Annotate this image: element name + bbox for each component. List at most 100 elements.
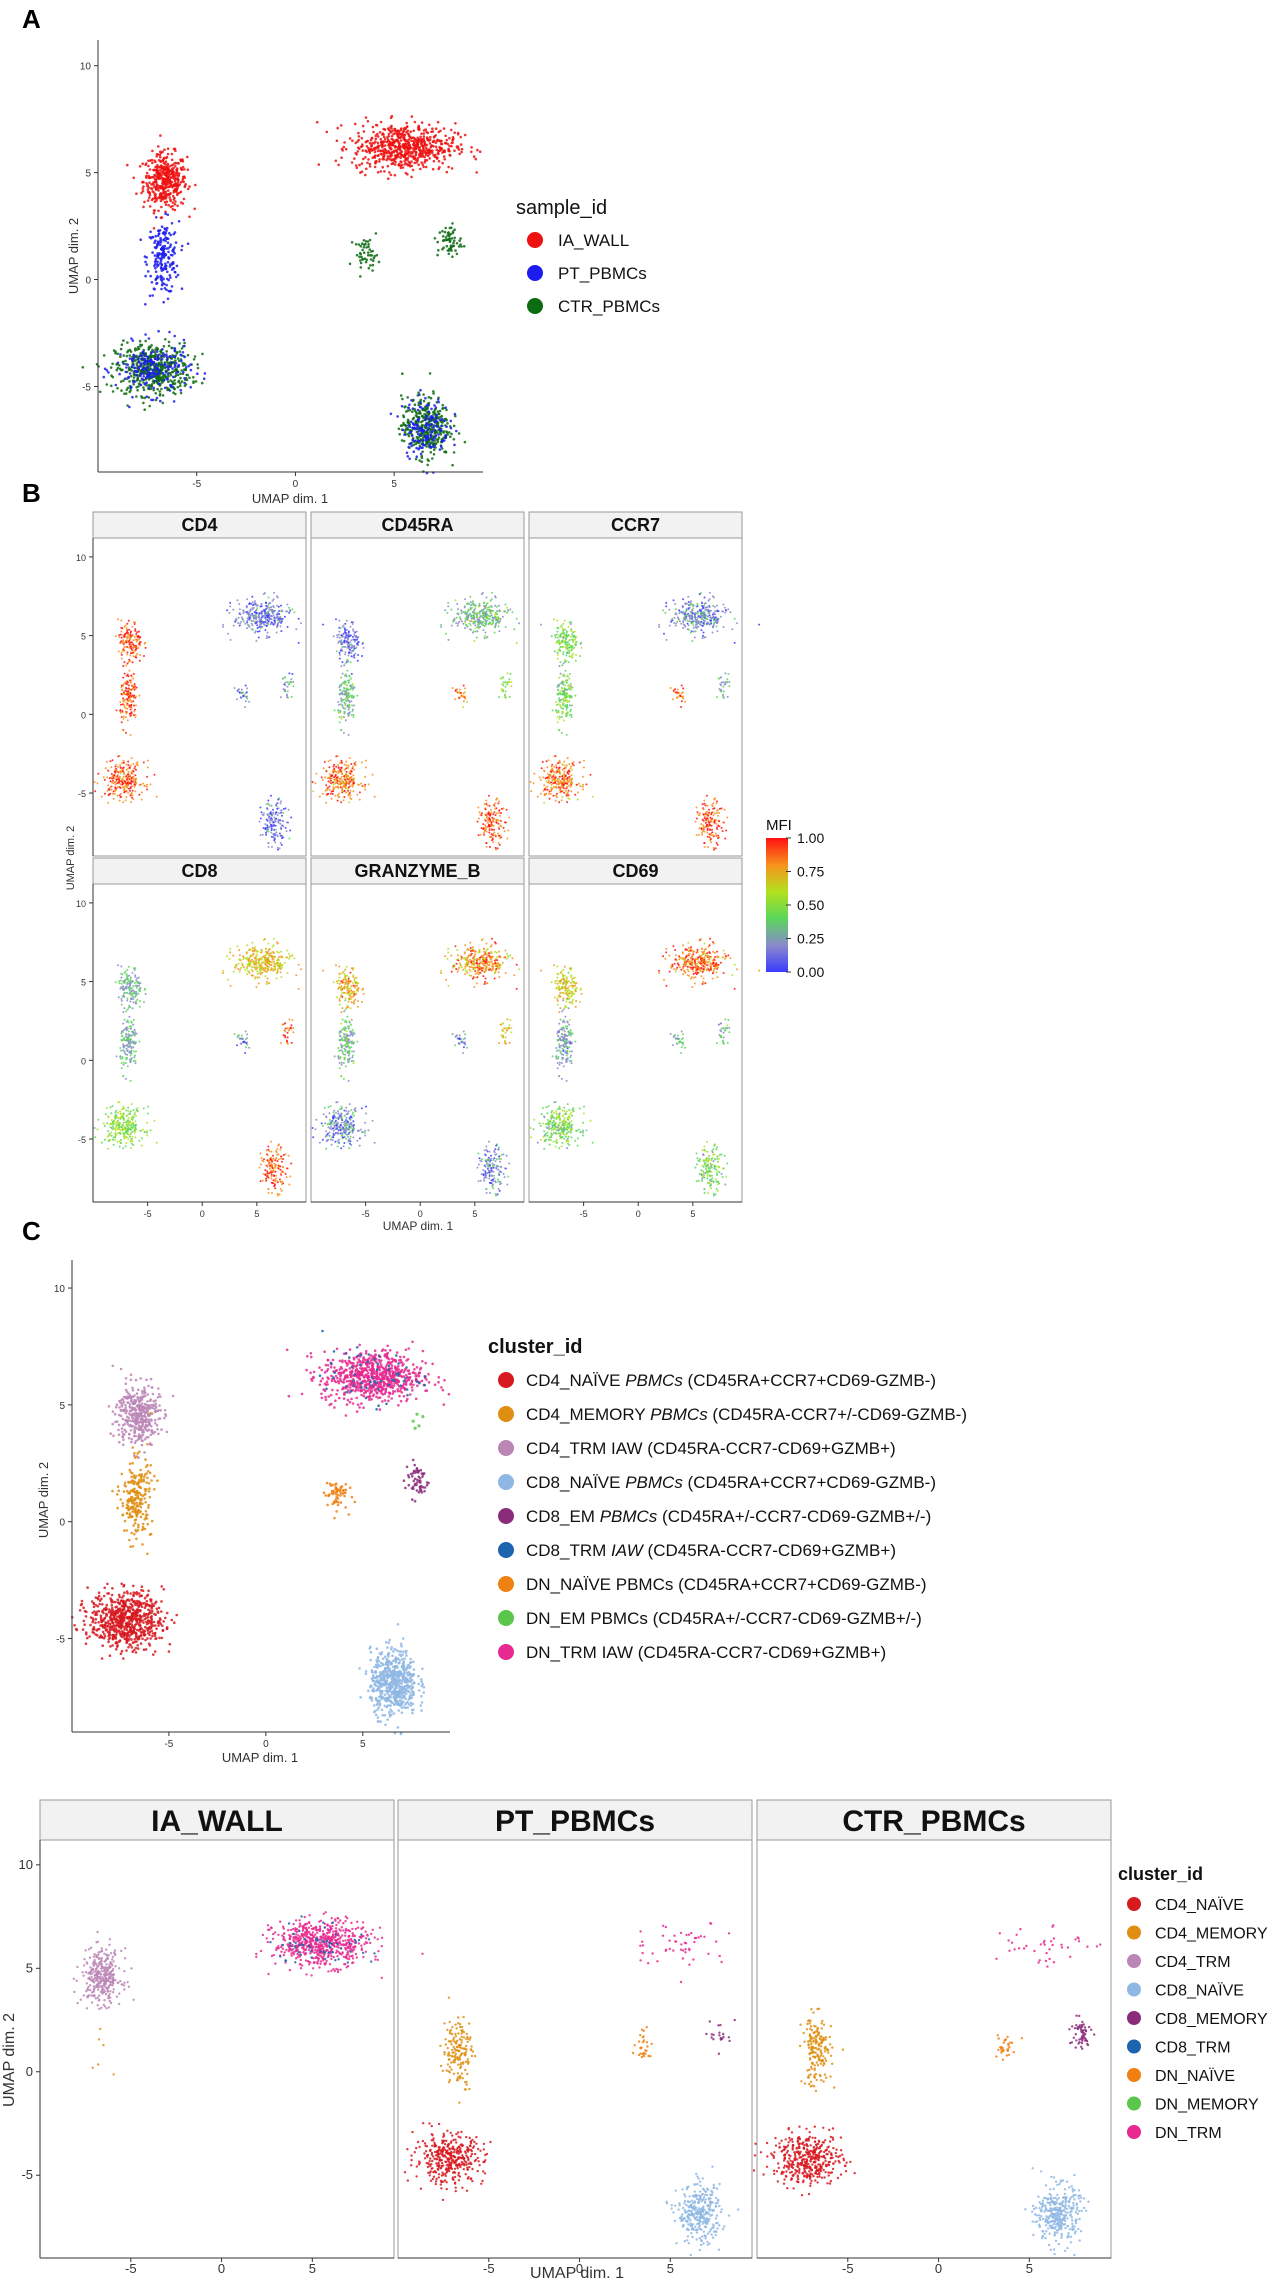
data-point — [145, 785, 148, 788]
data-point — [394, 160, 397, 164]
data-point — [143, 408, 146, 412]
data-point — [152, 287, 156, 291]
data-point — [133, 704, 136, 707]
data-point — [164, 186, 167, 189]
data-point — [261, 833, 264, 836]
data-point — [132, 770, 135, 773]
data-point — [570, 648, 573, 651]
data-point — [410, 139, 413, 143]
data-point — [193, 355, 197, 358]
data-point — [168, 173, 172, 176]
data-point — [456, 145, 460, 149]
data-point — [335, 618, 337, 621]
data-point — [406, 428, 410, 431]
data-point — [146, 270, 150, 273]
data-point — [437, 433, 440, 436]
data-point — [350, 639, 353, 642]
data-point — [120, 640, 123, 643]
data-point — [455, 622, 458, 624]
data-point — [277, 798, 280, 801]
data-point — [246, 598, 249, 601]
data-point — [286, 681, 289, 684]
data-point — [331, 793, 334, 795]
data-point — [365, 167, 368, 171]
data-point — [335, 650, 338, 653]
data-point — [246, 610, 249, 613]
data-point — [107, 770, 110, 773]
data-point — [351, 767, 354, 770]
data-point — [127, 376, 130, 379]
data-point — [419, 398, 423, 402]
data-point — [264, 618, 267, 621]
data-point — [353, 633, 356, 635]
data-point — [444, 450, 448, 454]
data-point — [431, 167, 435, 171]
data-point — [379, 137, 383, 141]
data-point — [201, 352, 204, 356]
data-point — [156, 163, 159, 167]
data-point — [143, 200, 146, 204]
data-point — [167, 250, 170, 254]
data-point — [346, 705, 349, 708]
data-point — [120, 770, 123, 773]
data-point — [127, 634, 130, 637]
data-point — [369, 138, 373, 142]
data-point — [175, 352, 179, 355]
data-point — [114, 383, 118, 387]
data-point — [334, 782, 337, 785]
data-point — [266, 631, 269, 634]
data-point — [172, 375, 175, 379]
data-point — [426, 463, 430, 467]
data-point — [265, 602, 268, 605]
data-point — [276, 834, 279, 837]
data-point — [126, 651, 129, 654]
data-point — [141, 189, 145, 193]
data-point — [360, 761, 363, 764]
data-point — [378, 131, 382, 134]
data-point — [429, 451, 433, 454]
data-point — [470, 606, 473, 609]
data-point — [266, 813, 269, 816]
data-point — [165, 155, 169, 159]
data-point — [357, 138, 361, 142]
data-point — [240, 620, 243, 623]
data-point — [159, 165, 162, 169]
data-point — [186, 242, 190, 245]
data-point — [351, 139, 354, 142]
data-point — [442, 406, 445, 410]
data-point — [162, 177, 165, 181]
data-point — [173, 387, 176, 391]
data-point — [161, 381, 164, 384]
data-point — [436, 139, 439, 143]
data-point — [406, 455, 410, 458]
data-point — [150, 281, 154, 284]
data-point — [473, 617, 476, 620]
data-point — [145, 256, 148, 259]
data-point — [152, 381, 156, 385]
data-point — [169, 233, 172, 237]
data-point — [147, 759, 149, 762]
data-point — [182, 371, 185, 374]
data-point — [256, 630, 259, 633]
data-point — [365, 140, 369, 143]
data-point — [128, 643, 131, 646]
panel-a-xlabel: UMAP dim. 1 — [252, 491, 328, 506]
data-point — [502, 826, 505, 829]
data-point — [279, 842, 282, 844]
panel-letter-c: C — [22, 1216, 41, 1246]
data-point — [156, 187, 160, 190]
data-point — [348, 647, 351, 650]
data-point — [484, 615, 487, 618]
data-point — [421, 433, 424, 436]
data-point — [122, 354, 125, 357]
data-point — [271, 615, 273, 618]
data-point — [181, 158, 184, 161]
data-point — [397, 136, 401, 140]
data-point — [173, 208, 177, 212]
data-point — [193, 207, 196, 211]
data-point — [282, 820, 285, 823]
data-point — [484, 824, 487, 827]
data-point — [420, 428, 424, 432]
data-point — [411, 422, 415, 425]
data-point — [565, 633, 568, 636]
